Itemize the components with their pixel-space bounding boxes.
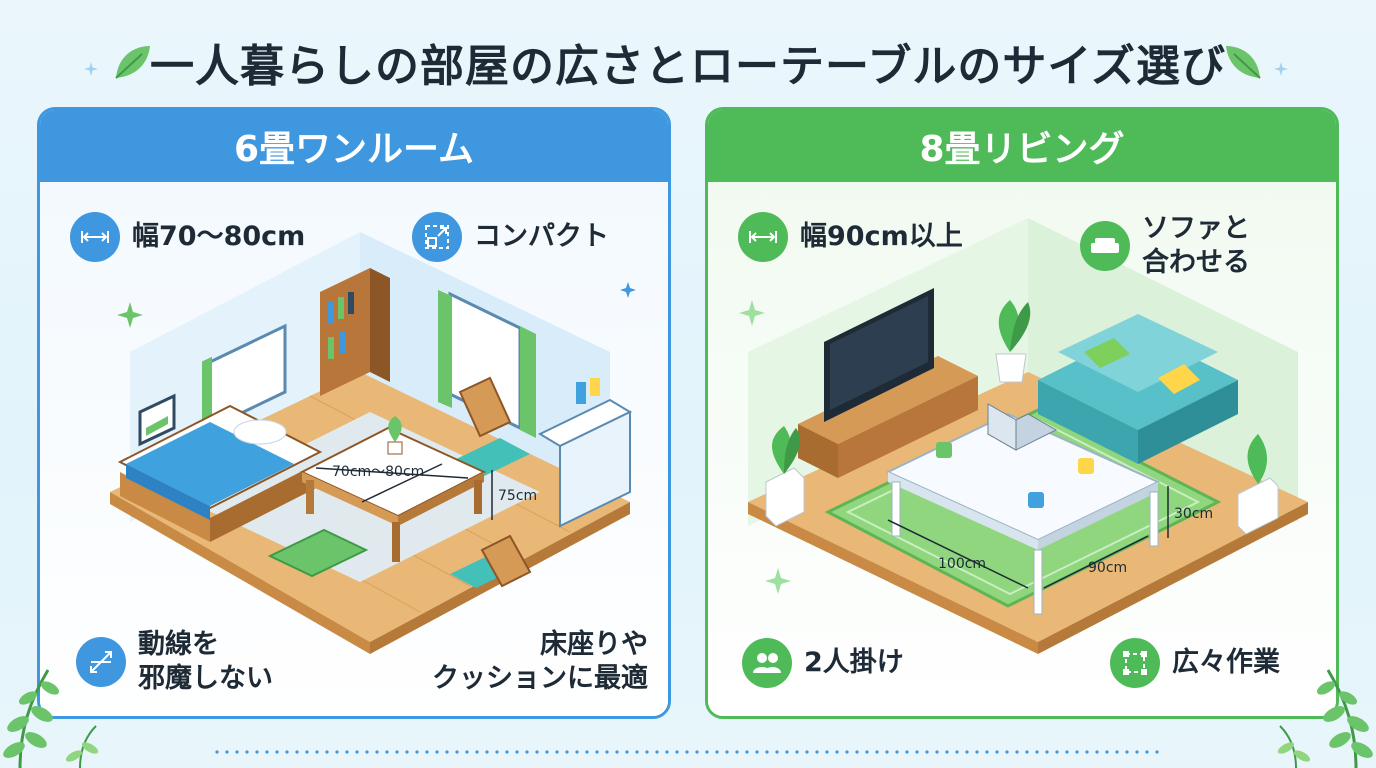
leaf-icon <box>1226 46 1261 79</box>
one-room-illustration: 70cm〜80cm 75cm <box>110 232 636 654</box>
table-height-dimension: 75cm <box>498 488 537 504</box>
feature-workspace: 広々作業 <box>1110 638 1280 688</box>
leaf-icon <box>115 46 150 79</box>
panel-body: 70cm〜80cm 75cm 幅70〜80cm <box>40 182 668 716</box>
sparkle-icon <box>1274 62 1288 76</box>
feature-label: コンパクト <box>474 221 609 253</box>
feature-compact: コンパクト <box>412 212 609 262</box>
expand-arrows-icon <box>76 636 126 687</box>
feature-label: 2人掛け <box>804 647 904 679</box>
table-height-dimension: 30cm <box>1174 506 1213 522</box>
panel-heading: 8畳リビング <box>708 110 1336 182</box>
feature-floor: 床座りや クッションに最適 <box>432 628 648 696</box>
table-width-dimension: 100cm <box>938 556 986 572</box>
panel-heading: 6畳ワンルーム <box>40 110 668 182</box>
feature-label: 幅90cm以上 <box>800 221 963 253</box>
feature-flow: 動線を 邪魔しない <box>76 628 273 696</box>
feature-two-people: 2人掛け <box>742 638 904 688</box>
people-icon <box>742 638 792 688</box>
feature-label-line2: 合わせる <box>1142 246 1250 278</box>
feature-sofa: ソファと 合わせる <box>1080 212 1250 280</box>
six-tatami-panel: 6畳ワンルーム <box>37 107 671 719</box>
feature-label-line1: ソファと <box>1142 213 1250 244</box>
feature-label-line1: 床座りや <box>540 629 648 660</box>
table-depth-dimension: 90cm <box>1088 560 1127 576</box>
page-title: 一人暮らしの部屋の広さとローテーブルのサイズ選び <box>149 41 1227 92</box>
feature-label-line2: クッションに最適 <box>432 662 648 694</box>
fern-icon <box>1277 669 1373 768</box>
living-room-illustration: 100cm 90cm 30cm <box>739 218 1308 654</box>
sofa-icon <box>1080 220 1130 271</box>
panel-body: 100cm 90cm 30cm 幅90cm以上 <box>708 182 1336 716</box>
feature-label: 幅70〜80cm <box>132 221 306 253</box>
sparkle-icon <box>84 62 98 76</box>
fern-icon <box>3 669 99 768</box>
width-arrows-icon <box>70 212 120 262</box>
feature-label-line2: 邪魔しない <box>138 662 273 694</box>
width-arrows-icon <box>738 212 788 262</box>
workspace-icon <box>1110 638 1160 688</box>
table-width-dimension: 70cm〜80cm <box>332 464 424 480</box>
compact-resize-icon <box>412 212 462 262</box>
feature-label-line1: 動線を <box>138 629 219 660</box>
feature-label: 広々作業 <box>1172 647 1280 679</box>
eight-tatami-panel: 8畳リビング <box>705 107 1339 719</box>
feature-width: 幅70〜80cm <box>70 212 305 262</box>
dotted-divider <box>212 750 1164 754</box>
feature-width: 幅90cm以上 <box>738 212 963 262</box>
